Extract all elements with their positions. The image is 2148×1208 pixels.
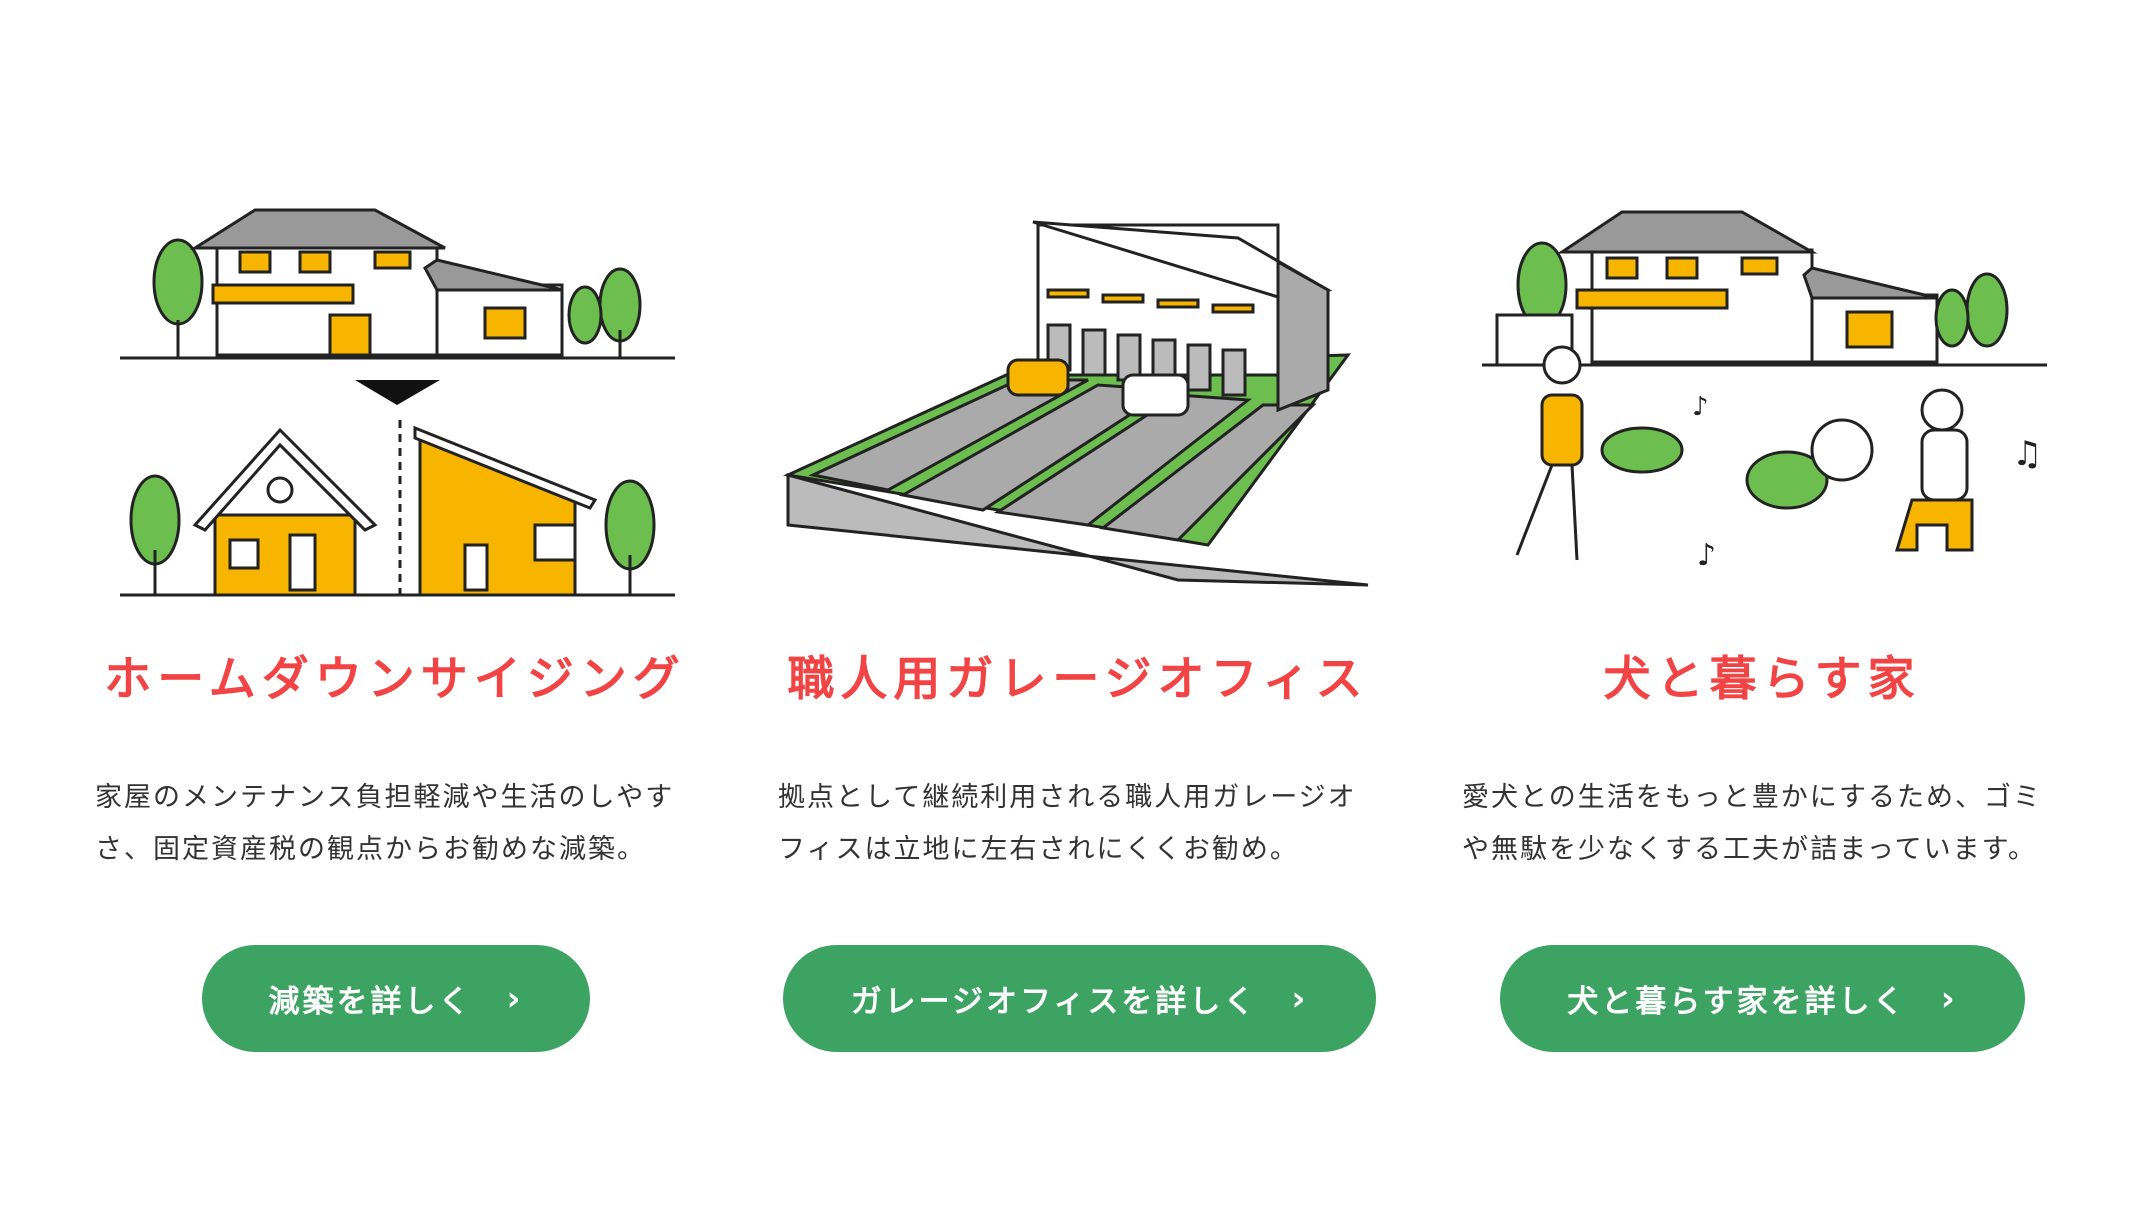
card-title: 職人用ガレージオフィス: [787, 652, 1369, 707]
button-label: ガレージオフィスを詳しく: [850, 984, 1258, 1020]
svg-text:♪: ♪: [1692, 392, 1709, 422]
chevron-right-icon: ›: [1291, 978, 1309, 1019]
card-garage-office: 職人用ガレージオフィス 拠点として継続利用される職人用ガレージオ フィスは立地に…: [758, 0, 1398, 1208]
card-title: 犬と暮らす家: [1603, 652, 1921, 707]
svg-text:♫: ♫: [2012, 434, 2042, 474]
card-title: ホームダウンサイジング: [104, 652, 686, 707]
description-line: 愛犬との生活をもっと豊かにするため、ゴミ: [1462, 782, 2042, 813]
description-line: や無駄を少なくする工夫が詰まっています。: [1462, 834, 2037, 865]
description-line: さ、固定資産税の観点からお勧めな減築。: [95, 834, 646, 865]
garage-office-illustration: [782, 220, 1369, 587]
chevron-right-icon: ›: [506, 978, 524, 1019]
card-description: 家屋のメンテナンス負担軽減や生活のしやす さ、固定資産税の観点からお勧めな減築。: [95, 772, 705, 876]
chevron-right-icon: ›: [1940, 978, 1958, 1019]
dog-house-details-button[interactable]: 犬と暮らす家を詳しく ›: [1500, 945, 2025, 1052]
garage-office-details-button[interactable]: ガレージオフィスを詳しく ›: [783, 945, 1376, 1052]
button-label: 減築を詳しく: [268, 984, 473, 1020]
description-line: フィスは立地に左右されにくくお勧め。: [778, 834, 1299, 865]
svg-text:♪: ♪: [1697, 538, 1716, 573]
button-label: 犬と暮らす家を詳しく: [1567, 984, 1907, 1020]
downsizing-details-button[interactable]: 減築を詳しく ›: [202, 945, 590, 1052]
card-description: 愛犬との生活をもっと豊かにするため、ゴミ や無駄を少なくする工夫が詰まっています…: [1462, 772, 2072, 876]
card-living-with-dogs: ♪ ♫ ♪ 犬と暮らす家 愛犬との生活をもっと豊かにするため、ゴミ や無駄を少な…: [1442, 0, 2082, 1208]
dog-house-illustration: ♪ ♫ ♪: [1482, 210, 2047, 573]
card-home-downsizing: ホームダウンサイジング 家屋のメンテナンス負担軽減や生活のしやす さ、固定資産税…: [75, 0, 715, 1208]
home-downsizing-illustration: [120, 208, 675, 597]
description-line: 家屋のメンテナンス負担軽減や生活のしやす: [95, 782, 675, 813]
card-description: 拠点として継続利用される職人用ガレージオ フィスは立地に左右されにくくお勧め。: [778, 772, 1388, 876]
description-line: 拠点として継続利用される職人用ガレージオ: [778, 782, 1357, 813]
